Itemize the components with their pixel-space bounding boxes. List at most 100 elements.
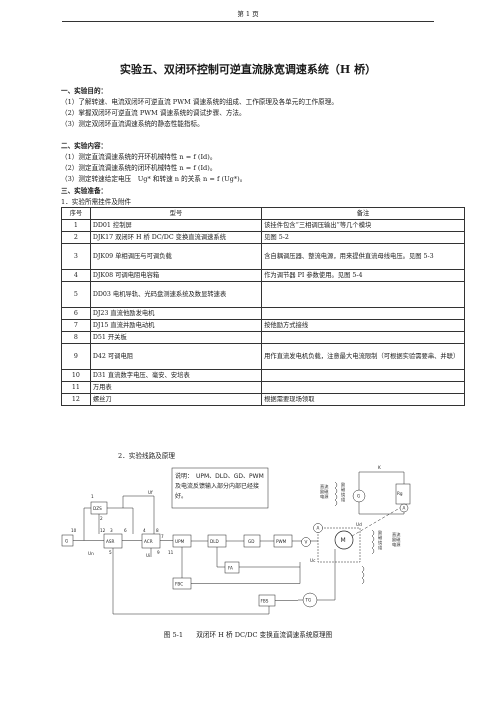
row-no: 12 (61, 393, 91, 406)
field-coil-right (371, 529, 375, 555)
label-a2: A (403, 506, 406, 511)
field-label-right: 磁 (378, 534, 383, 541)
row-model: DJK08 可调电阻电容箱 (89, 269, 263, 282)
row-note: 根据需要现场领取 (261, 393, 465, 406)
row-no: 2 (61, 231, 91, 244)
block-dld-label: DLD (210, 539, 219, 544)
row-model: D31 直流数字电压、毫安、安培表 (89, 369, 263, 382)
pin-label: 3 (110, 528, 113, 533)
table-row: 1 DD01 控制屏 该挂件包含“三相调压输出”等几个模块 (61, 219, 465, 232)
field-label-right: 组 (378, 544, 382, 550)
block-asr-label: ASR (106, 539, 115, 544)
pin-label: 8 (156, 528, 159, 533)
block-fbc-label: FBC (175, 582, 183, 587)
block-dzs-label: DZS (93, 506, 102, 511)
label-rg: Rg (397, 491, 403, 496)
motor-m (334, 530, 354, 550)
row-no: 1 (61, 219, 91, 232)
row-no: 11 (61, 381, 91, 394)
prep-heading: 三、实验准备： (61, 187, 108, 195)
pin-label: 9 (157, 550, 160, 555)
label-m: M (341, 537, 346, 544)
motor-field-coil (361, 565, 365, 585)
row-note: 用作直流发电机负载，注意最大电流限制（可根据实验需要串、并联） (261, 343, 465, 370)
label-g-gen: G (357, 494, 360, 499)
page-header: 第 1 页 (237, 10, 259, 18)
block-upm-label: UPM (175, 539, 185, 544)
label-ui: Ui (146, 553, 150, 558)
table-row: 9 D42 可调电阻 用作直流发电机负载，注意最大电流限制（可根据实验需要串、并… (61, 343, 465, 370)
row-note (261, 331, 465, 344)
wire (317, 527, 361, 563)
block-fbs-label: FBS (261, 599, 269, 604)
row-note (261, 369, 465, 382)
voltmeter-v (301, 537, 311, 547)
row-model: DJK17 双闭环 H 桥 DC/DC 变换直流调速系统 (89, 231, 263, 244)
pin-label: 7 (161, 534, 164, 539)
parts-table: 序号 型号 备注 1 DD01 控制屏 该挂件包含“三相调压输出”等几个模块 2… (61, 207, 465, 406)
row-note (261, 281, 465, 308)
block-fa-label: FA (228, 566, 233, 571)
row-model: DD03 电机导轨、光码盘测速系统及数显转速表 (89, 281, 263, 308)
pin-label: 10 (71, 528, 77, 533)
row-note (261, 381, 465, 394)
label-k: K (378, 465, 381, 470)
note-line: 好。 (175, 492, 187, 500)
ammeter-a2 (399, 503, 409, 513)
label-uc: Uc (310, 558, 316, 563)
row-model: D51 开关板 (89, 331, 263, 344)
dc-source-right-line: 直流 (392, 531, 401, 538)
dc-source-right-line: 励磁 (392, 536, 401, 543)
row-model: DJK09 单相调压与可调负载 (89, 243, 263, 270)
purpose-heading: 一、实验目的： (61, 87, 108, 95)
purpose-item: （3）测定双闭环直流调速系统的静态性能指标。 (61, 120, 204, 128)
table-row: 11 万用表 (61, 381, 465, 394)
table-header-row: 序号 型号 备注 (61, 207, 465, 220)
wire (298, 549, 336, 601)
col-header-note: 备注 (261, 207, 465, 220)
dc-source-right-line: 电源 (392, 541, 401, 548)
ammeter-a (313, 523, 323, 533)
pin-label: 6 (124, 528, 127, 533)
label-g: G (65, 539, 68, 544)
table-row: 7 DJ15 直流并励电动机 按他励方式接线 (61, 319, 465, 332)
block-acr-label: ACR (144, 539, 153, 544)
label-a: A (317, 526, 320, 531)
pin-label: 11 (168, 550, 174, 555)
row-no: 5 (61, 281, 91, 308)
pin-label: 1 (91, 494, 94, 499)
block-fa (224, 561, 240, 574)
row-no: 6 (61, 307, 91, 320)
pin-label: 4 (143, 528, 146, 533)
label-ud: Ud (356, 522, 362, 527)
field-label-left: 绕 (341, 491, 345, 498)
table-row: 8 D51 开关板 (61, 331, 465, 344)
field-label-right: 绕 (378, 539, 382, 546)
row-no: 3 (61, 243, 91, 270)
wire (83, 495, 155, 541)
prep-sub1: 1．实验所需挂件及附件 (61, 198, 132, 206)
row-note (261, 307, 465, 320)
row-note: 作为调节器 PI 参数使用。见图 5-4 (261, 269, 465, 282)
field-label-left: 组 (341, 496, 345, 502)
note-line: 说明： UPM、DLD、GD、PWM (175, 472, 264, 480)
pin-label: 12 (100, 528, 106, 533)
table-row: 4 DJK08 可调电阻电容箱 作为调节器 PI 参数使用。见图 5-4 (61, 269, 465, 282)
content-section: 二、实验内容： （1）测定直流调速系统的开环机械特性 n = f (Id)。 （… (61, 141, 471, 185)
block-pwm-label: PWM (276, 539, 287, 544)
purpose-item: （2）掌握双闭环可逆直流 PWM 调速系统的调试步骤、方法。 (61, 109, 246, 117)
dc-source-left-line: 励磁 (320, 488, 329, 495)
row-model: DJ15 直流并励电动机 (89, 319, 263, 332)
table-row: 5 DD03 电机导轨、光码盘测速系统及数显转速表 (61, 281, 465, 308)
pin-label: 5 (109, 550, 112, 555)
row-no: 7 (61, 319, 91, 332)
row-no: 8 (61, 331, 91, 344)
row-note: 按他励方式接线 (261, 319, 465, 332)
field-label-left: 磁 (341, 486, 346, 493)
dc-source-left-line: 直流 (320, 483, 329, 490)
row-model: DD01 控制屏 (89, 219, 263, 232)
note-box (171, 467, 269, 509)
content-item: （2）测定直流调速系统的闭环机械特性 n = f (Id)。 (61, 164, 217, 172)
purpose-section: 一、实验目的： （1）了解转速、电流双闭环可逆直流 PWM 调速系统的组成、工作… (61, 86, 471, 130)
label-un: Un (88, 551, 94, 556)
